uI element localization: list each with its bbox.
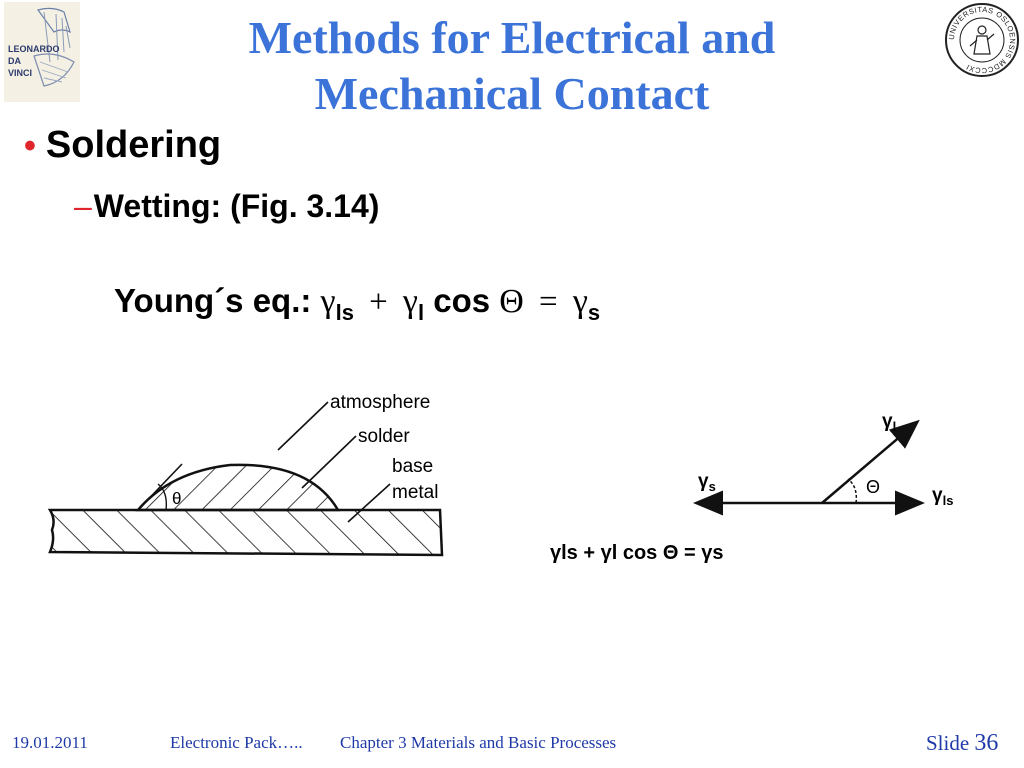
gamma-s-symbol: γ [572, 283, 588, 320]
sub-bullet-wetting: –Wetting: (Fig. 3.14) [74, 184, 379, 228]
sub-bullet-wetting-text: Wetting: (Fig. 3.14) [93, 188, 380, 224]
solder-wetting-diagram: θ atmosphere solder base metal [47, 392, 444, 557]
label-base: base [392, 456, 433, 477]
vector-gamma-l [821, 419, 920, 504]
bullet-soldering-text: Soldering [45, 124, 222, 166]
gamma-ls-subscript: ls [335, 300, 354, 325]
footer-slide-num: 36 [974, 730, 999, 756]
label-solder: solder [358, 426, 410, 447]
contact-angle-label: θ [172, 489, 181, 508]
footer-date: 19.01.2011 [12, 733, 88, 752]
gamma-l-subscript: l [417, 300, 425, 325]
gamma-s-subscript: s [587, 300, 601, 325]
base-metal-block [47, 508, 444, 557]
slide-title-line-1: Methods for Electrical and [248, 12, 776, 63]
logo-text-vinci: VINCI [8, 68, 32, 78]
footer-chapter: Chapter 3 Materials and Basic Processes [340, 733, 617, 752]
footer-course: Electronic Pack….. [170, 733, 303, 752]
university-seal-logo: UNIVERSITAS OSLOENSIS MDCCCXI [945, 3, 1019, 77]
bullet-dot-icon: • [24, 127, 36, 165]
gamma-l-symbol: γ [402, 283, 418, 320]
label-gamma-ls: γls [932, 485, 953, 508]
slide-title: Methods for Electrical and Mechanical Co… [170, 10, 854, 122]
logo-text-da: DA [8, 56, 21, 66]
solder-droplet [135, 463, 341, 512]
leader-solder [301, 435, 357, 489]
label-gamma-s: γs [698, 471, 716, 494]
young-equation: Young´s eq.: γls + γl cos Θ = γs [114, 278, 600, 336]
contact-angle-arc [157, 483, 168, 511]
label-gamma-l: γl [882, 411, 896, 434]
gamma-ls-symbol: γ [320, 283, 336, 320]
sub-bullet-dash: – [74, 188, 92, 224]
contact-angle-tangent [137, 463, 183, 511]
footer-slide-label: Slide [926, 731, 970, 755]
label-metal: metal [392, 482, 438, 503]
leader-atmosphere [277, 401, 329, 451]
cos-function: cos [433, 282, 491, 319]
theta-label: Θ [866, 477, 880, 497]
footer-slide-number: Slide 36 [926, 730, 998, 757]
equals-operator: = [539, 284, 558, 320]
leonardo-da-vinci-logo: LEONARDO DA VINCI [4, 2, 80, 102]
label-atmosphere: atmosphere [330, 392, 430, 413]
young-equation-label: Young´s eq.: [114, 282, 312, 319]
slide-title-line-2: Mechanical Contact [314, 68, 710, 119]
plus-operator: + [369, 284, 388, 320]
leader-base-metal [347, 483, 391, 523]
theta-symbol: Θ [499, 283, 524, 320]
figure-equation: γls + γl cos Θ = γs [550, 542, 723, 564]
surface-tension-vector-diagram: Θ γl γs γls γls + γl cos Θ = γs [550, 411, 953, 564]
bullet-soldering: •Soldering [24, 120, 221, 171]
theta-angle-arc [847, 478, 858, 504]
logo-text-leonardo: LEONARDO [8, 44, 60, 54]
